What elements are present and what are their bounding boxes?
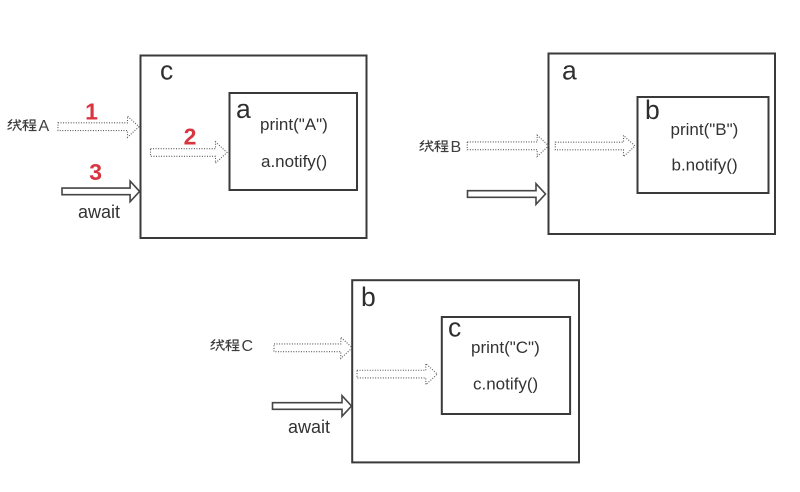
svg-text:3: 3 [89,159,102,185]
svg-text:B: B [451,139,462,156]
svg-text:a: a [236,94,251,124]
svg-text:print("B"): print("B") [671,120,739,139]
svg-text:C: C [242,338,254,355]
svg-text:2: 2 [184,124,197,150]
svg-text:b: b [361,282,376,312]
svg-text:c: c [160,56,173,86]
svg-text:A: A [39,118,50,135]
svg-text:1: 1 [85,99,98,125]
svg-text:a.notify(): a.notify() [261,152,327,171]
svg-text:a: a [562,56,577,86]
svg-text:b.notify(): b.notify() [672,156,738,175]
svg-text:print("A"): print("A") [260,115,328,134]
svg-text:await: await [78,202,120,222]
svg-text:print("C"): print("C") [471,338,540,357]
svg-text:c.notify(): c.notify() [473,375,538,394]
svg-text:b: b [645,95,660,125]
svg-text:await: await [288,417,330,437]
svg-text:c: c [448,313,461,343]
